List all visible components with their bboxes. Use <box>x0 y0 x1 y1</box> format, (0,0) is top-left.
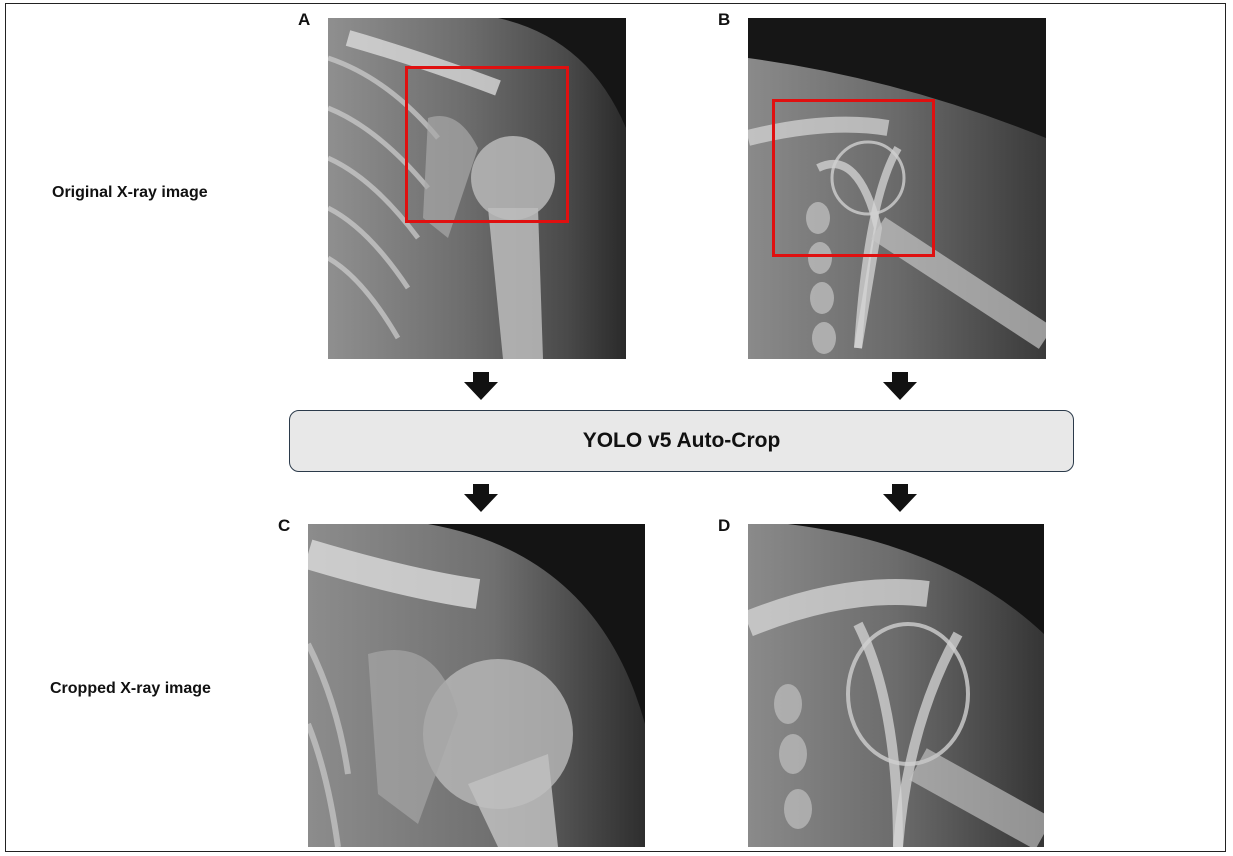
crop-box-b <box>772 99 935 257</box>
process-label: YOLO v5 Auto-Crop <box>583 429 781 453</box>
panel-letter-b: B <box>718 10 730 30</box>
panel-letter-a: A <box>298 10 310 30</box>
down-arrow-icon <box>883 372 917 400</box>
panel-letter-d: D <box>718 516 730 536</box>
cropped-row-label: Cropped X-ray image <box>50 680 211 698</box>
xray-image-d <box>748 524 1044 847</box>
yolo-autocrop-box: YOLO v5 Auto-Crop <box>289 410 1074 472</box>
panel-letter-c: C <box>278 516 290 536</box>
xray-image-c <box>308 524 645 847</box>
crop-box-a <box>405 66 569 223</box>
down-arrow-icon <box>464 372 498 400</box>
down-arrow-icon <box>883 484 917 512</box>
original-row-label: Original X-ray image <box>52 184 208 202</box>
down-arrow-icon <box>464 484 498 512</box>
